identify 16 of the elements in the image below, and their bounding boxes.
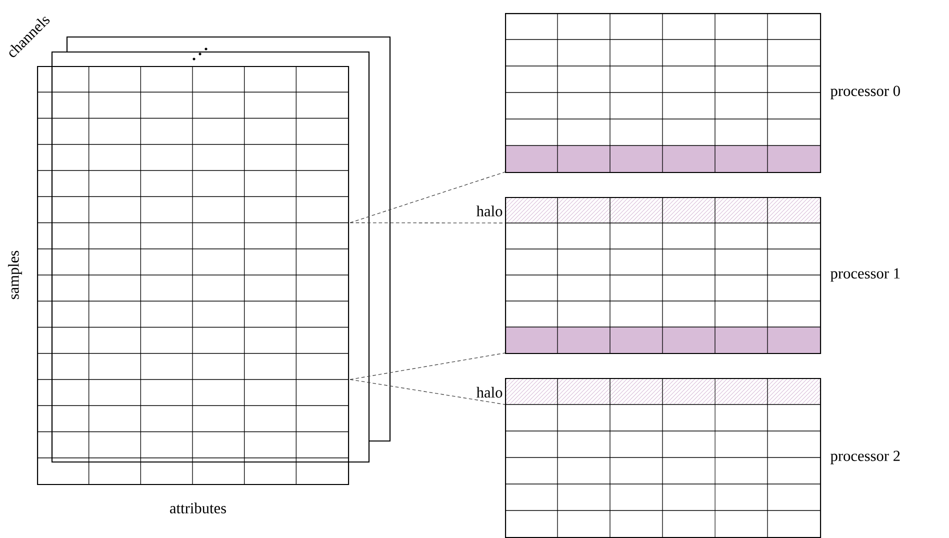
processor-label: processor 2	[830, 450, 900, 464]
dashed-line	[350, 379, 506, 405]
axis-label: attributes	[170, 502, 226, 514]
halo-label: halo	[476, 206, 502, 216]
processor-grid	[504, 12, 822, 174]
processor-grid	[504, 378, 822, 538]
processor-grid	[504, 196, 822, 354]
processor-label: processor 0	[830, 86, 900, 100]
dashed-line	[350, 222, 506, 224]
data-grid	[36, 66, 350, 486]
dashed-line	[350, 352, 506, 380]
axis-label: samples	[8, 250, 22, 300]
halo-label: halo	[476, 386, 502, 398]
processor-grid	[505, 327, 820, 353]
dashed-line	[350, 172, 506, 224]
processor-label: processor 1	[830, 268, 900, 282]
